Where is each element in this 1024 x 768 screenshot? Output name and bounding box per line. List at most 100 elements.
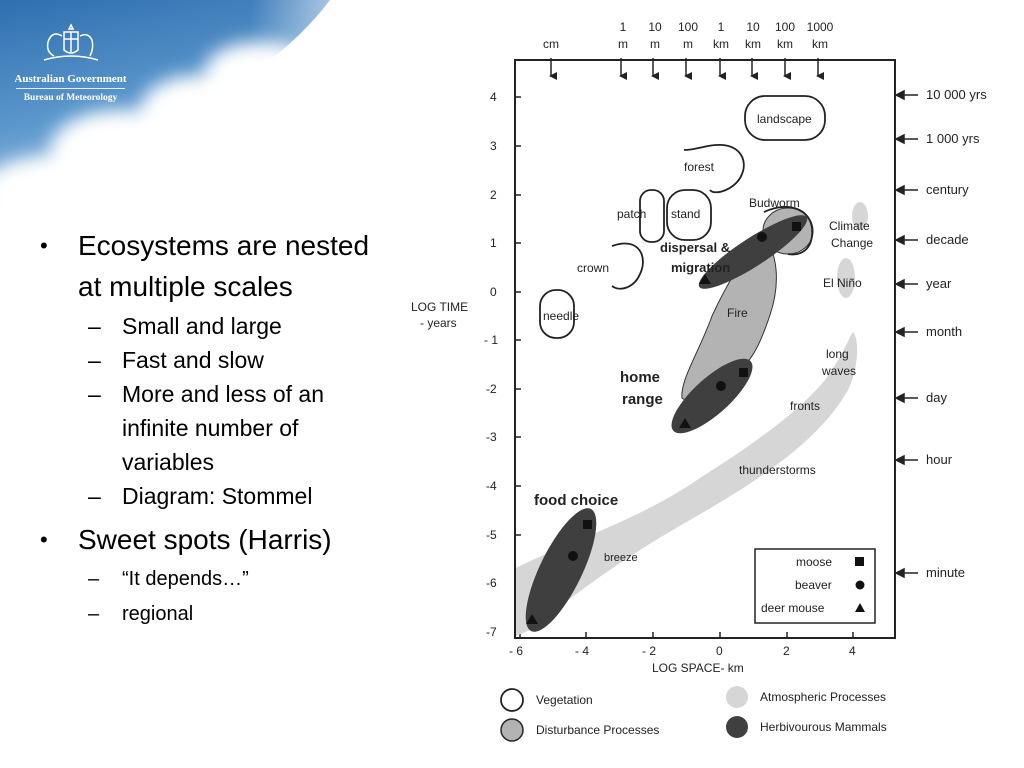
el-nino-label: El Niño [823,276,862,290]
sub-bullet-list: “It depends…” regional [78,562,380,632]
legend-disturbance-label: Disturbance Processes [536,723,659,737]
sub-bullet-item: regional [78,597,380,632]
migration-label: migration [671,260,730,275]
y-axis-label: LOG TIME [411,300,468,314]
time-unit-label: 10 000 yrs [926,87,987,102]
stommel-diagram: 4 3 2 1 0 - 1 -2 -3 -4 -5 -6 -7 - 6 - 4 … [411,20,987,742]
space-unit-label: km [777,37,793,51]
y-tick-label: 4 [490,90,497,104]
logo-line-government: Australian Government [14,73,127,85]
legend-herbivorous-swatch [726,716,748,738]
y-tick-label: -6 [486,576,497,590]
long-waves-label-2: waves [821,364,856,378]
time-unit-label: day [926,390,947,405]
space-unit-label: km [812,37,828,51]
space-unit-label: m [618,37,628,51]
food-choice-label: food choice [534,492,618,509]
needle-label: needle [543,309,579,323]
bullet-item: Sweet spots (Harris) “It depends…” regio… [40,519,380,632]
space-scale-arrows [549,58,824,80]
legend-vegetation-label: Vegetation [536,693,593,707]
thunderstorms-label: thunderstorms [739,463,816,477]
space-unit-value: 1 [620,20,627,34]
legend-deer-mouse-symbol [855,603,865,612]
legend-moose-symbol [855,557,864,566]
deer-mouse-marker [526,614,538,624]
atmospheric-region [516,332,858,636]
bullet-text: Ecosystems are nested at multiple scales [78,230,370,302]
y-tick-label: 2 [490,188,497,202]
y-tick-label: -3 [486,430,497,444]
x-ticks [519,632,854,638]
forest-label: forest [684,160,715,174]
time-unit-label: minute [926,565,965,580]
sub-bullet-item: More and less of an infinite number of v… [78,377,380,479]
x-tick-label: 2 [783,644,790,658]
fronts-label: fronts [790,399,820,413]
y-tick-label: 0 [490,285,497,299]
beaver-marker [716,381,726,391]
moose-marker [583,520,592,529]
patch-outline [639,189,665,243]
legend-deer-mouse-label: deer mouse [761,601,825,615]
time-unit-label: year [926,276,952,291]
y-axis-label-units: - years [420,316,457,330]
dispersal-label: dispersal & [660,240,730,255]
landscape-label: landscape [757,112,812,126]
legend-beaver-symbol [855,580,865,590]
climate-change-label-2: Change [831,236,873,250]
crown-label: crown [577,261,609,275]
climate-change-label-1: Climate [829,219,870,233]
home-range-label-1: home [620,369,660,386]
x-tick-label: 4 [849,644,856,658]
legend-beaver-label: beaver [795,578,832,592]
el-nino-blob [837,258,855,298]
y-tick-label: 3 [490,139,497,153]
sub-bullet-item: Fast and slow [78,343,380,377]
bullet-list: Ecosystems are nested at multiple scales… [40,225,380,638]
home-range-label-2: range [622,391,663,408]
moose-marker [739,368,748,377]
legend-herbivorous-label: Herbivourous Mammals [760,720,887,734]
stand-label: stand [671,207,700,221]
breeze-label: breeze [604,552,638,564]
long-waves-label-1: long [826,347,849,361]
legend-vegetation-swatch [500,688,524,712]
climate-change-blob [852,202,868,230]
time-unit-label: 1 000 yrs [926,131,980,146]
y-tick-label: - 1 [484,333,498,347]
y-tick-label: 1 [490,236,497,250]
logo-line-bureau: Bureau of Meteorology [23,93,118,103]
y-tick-label: -5 [486,528,497,542]
stand-outline [666,189,712,241]
crown-outline [611,242,644,290]
time-scale-arrows [894,89,918,579]
x-tick-label: - 4 [575,644,589,658]
dispersal-migration-region [698,215,808,289]
forest-outline [683,145,709,151]
space-unit-value: 10 [746,20,760,34]
time-unit-label: hour [926,452,953,467]
budworm-outline [763,206,813,256]
government-logo: Australian Government Bureau of Meteorol… [8,22,133,103]
landscape-outline [744,95,826,141]
beaver-marker [568,551,578,561]
space-unit-value: 1000 [807,20,834,34]
x-tick-label: - 6 [509,644,523,658]
sub-bullet-item: Small and large [78,309,380,343]
legend-atmospheric-label: Atmospheric Processes [760,690,886,704]
food-choice-region [525,508,597,632]
y-tick-label: -7 [486,625,497,639]
deer-mouse-marker [699,274,711,284]
legend-moose-label: moose [796,555,832,569]
legend-disturbance-swatch [500,718,524,742]
space-unit-label: m [650,37,660,51]
sub-bullet-item: “It depends…” [78,562,380,597]
x-tick-label: - 2 [642,644,656,658]
needle-outline [539,289,575,339]
bullet-item: Ecosystems are nested at multiple scales… [40,225,380,513]
moose-marker [792,222,801,231]
space-unit-value: 100 [775,20,795,34]
sub-bullet-list: Small and large Fast and slow More and l… [78,309,380,513]
deer-mouse-marker [679,418,691,428]
